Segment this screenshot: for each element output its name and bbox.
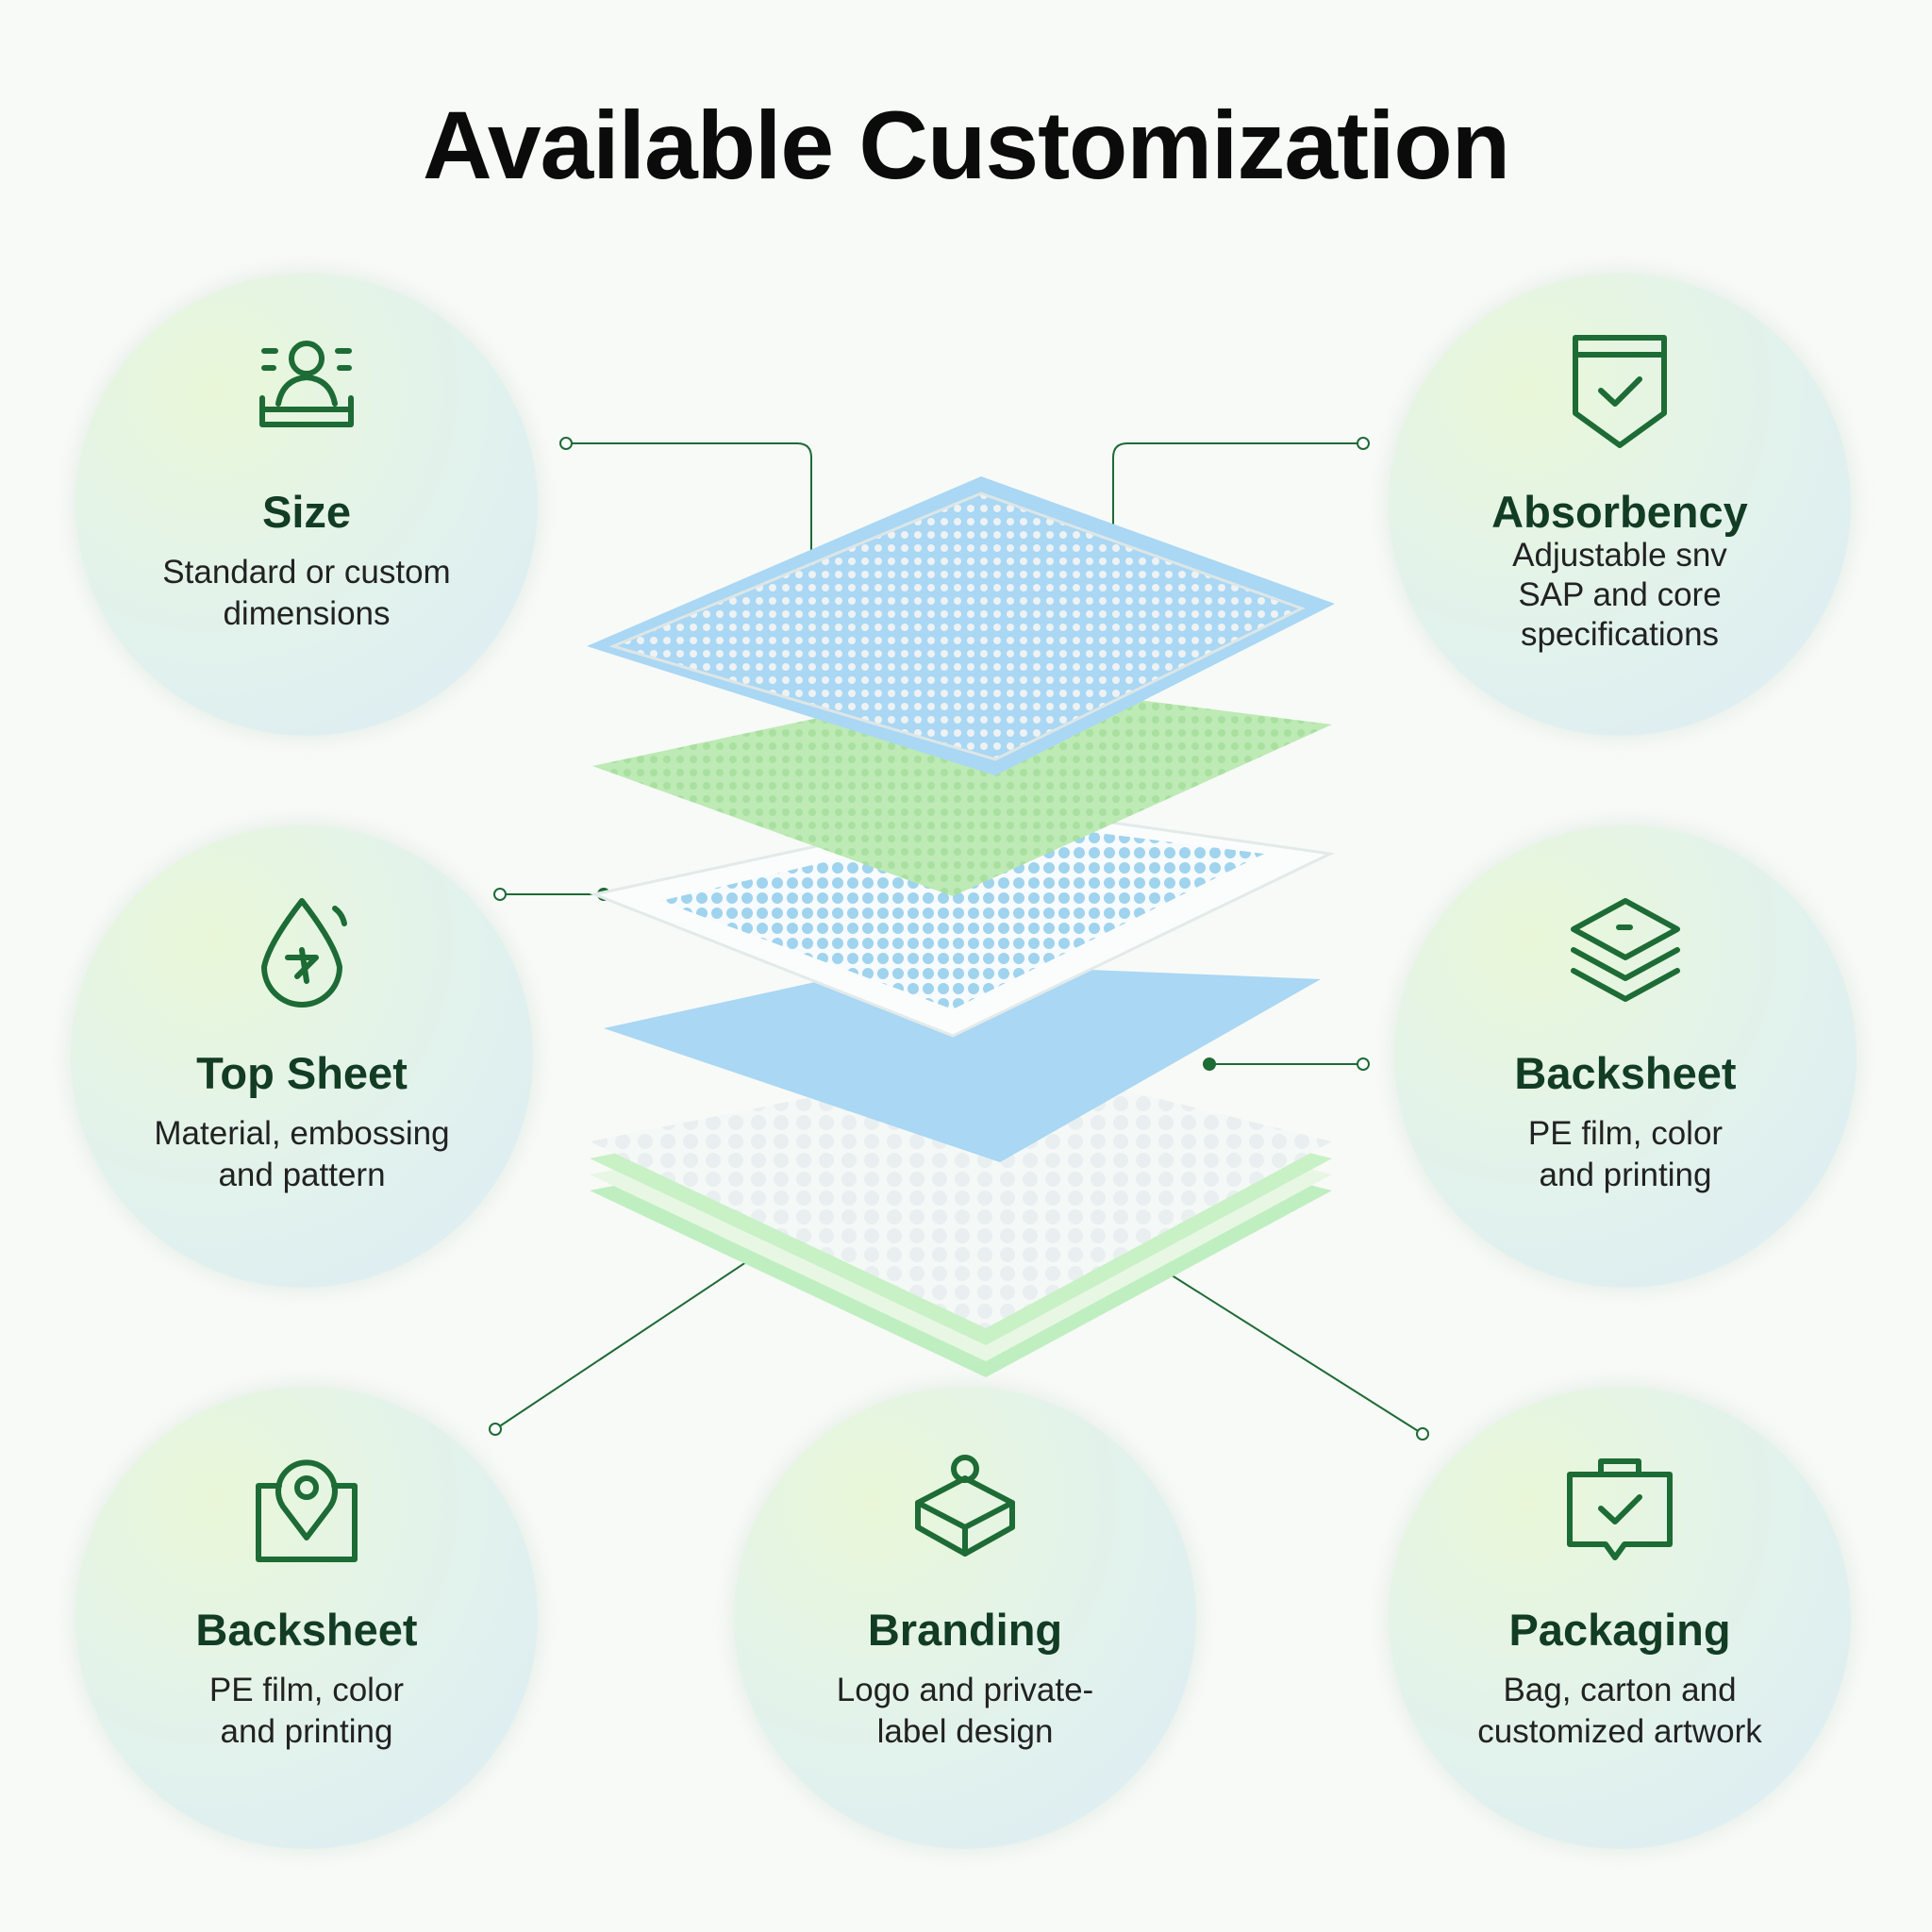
feature-card-packaging[interactable]: Packaging Bag, carton and customized art…	[1389, 1387, 1851, 1849]
leader-endpoint	[1416, 1427, 1429, 1441]
feature-title: Backsheet	[1514, 1048, 1737, 1098]
feature-description: PE film, color and printing	[208, 1672, 405, 1750]
feature-title: Packaging	[1508, 1605, 1731, 1655]
page-title: Available Customization	[422, 92, 1510, 199]
feature-title: Size	[261, 487, 352, 537]
bottom-layer-stack	[590, 1059, 1332, 1377]
leader-endpoint	[559, 437, 573, 450]
feature-description: Adjustable snv SAP and core specificatio…	[1512, 537, 1727, 653]
feature-description: Material, embossing and pattern	[154, 1115, 450, 1193]
feature-description: Bag, carton and customized artwork	[1477, 1672, 1762, 1750]
feature-title: Top Sheet	[196, 1048, 408, 1098]
feature-card-top-sheet[interactable]: Top Sheet Material, embossing and patter…	[71, 825, 533, 1288]
feature-card-backsheet-left[interactable]: Backsheet PE film, color and printing	[75, 1387, 538, 1849]
leader-line-size	[566, 442, 812, 585]
feature-card-branding[interactable]: Branding Logo and private- label design	[734, 1387, 1196, 1849]
feature-card-size[interactable]: Size Standard or custom dimensions	[75, 274, 538, 736]
blue-film-layer	[604, 962, 1321, 1162]
leader-endpoint	[1357, 437, 1370, 450]
feature-description: PE film, color and printing	[1527, 1115, 1724, 1193]
feature-description: Logo and private- label design	[836, 1672, 1094, 1750]
stacked-box-icon	[915, 1455, 1015, 1557]
leader-endpoint	[489, 1423, 502, 1436]
feature-card-absorbency[interactable]: Absorbency Adjustable snv SAP and core s…	[1389, 274, 1851, 736]
feature-title: Absorbency	[1491, 487, 1748, 537]
top-sheet-layer	[587, 476, 1335, 775]
feature-description: Standard or custom dimensions	[162, 554, 451, 632]
layers-icon	[1571, 898, 1680, 1002]
feature-card-backsheet-right[interactable]: Backsheet PE film, color and printing	[1394, 825, 1857, 1288]
leader-anchor	[1203, 1058, 1216, 1071]
leader-endpoint	[493, 888, 507, 901]
feature-title: Backsheet	[195, 1605, 418, 1655]
location-pin-icon	[256, 1459, 358, 1562]
shield-check-icon	[1573, 335, 1667, 448]
feature-title: Branding	[867, 1605, 1063, 1655]
package-check-icon	[1567, 1458, 1673, 1560]
leader-line-absorbency	[1112, 442, 1363, 575]
person-on-pad-icon	[259, 341, 354, 427]
leader-endpoint	[1357, 1058, 1370, 1071]
droplet-icon	[261, 898, 347, 1008]
green-layer	[592, 681, 1332, 896]
